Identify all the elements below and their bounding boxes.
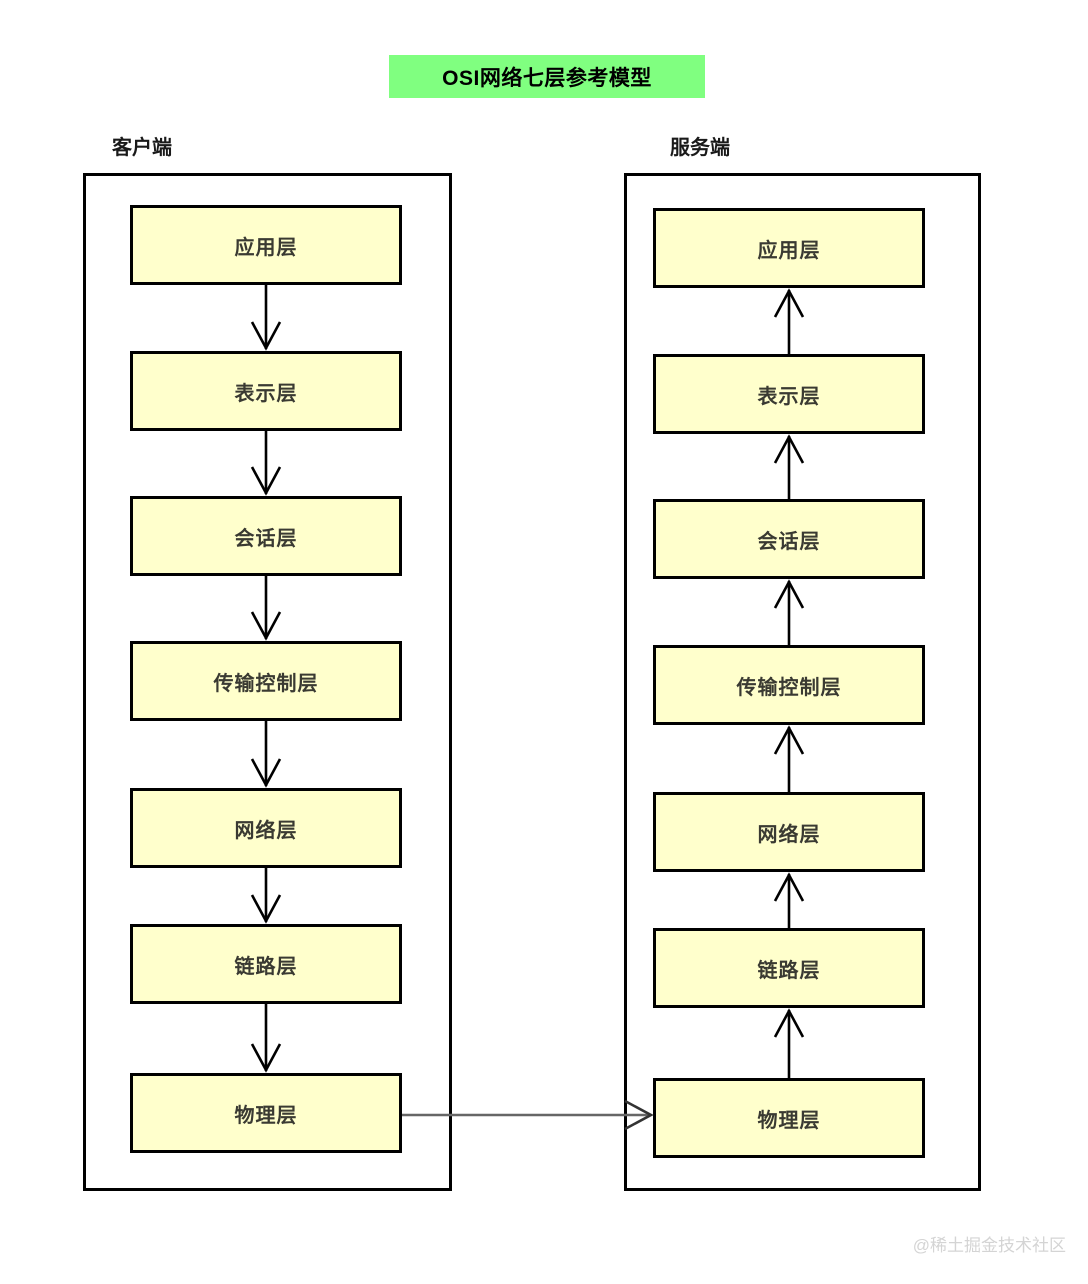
- server-layer-application-label: 应用层: [757, 239, 821, 262]
- watermark: @稀土掘金技术社区: [912, 1236, 1066, 1255]
- server-layer-transport-label: 传输控制层: [736, 676, 842, 699]
- client-layer-network[interactable]: 网络层: [130, 788, 402, 868]
- server-layer-link-label: 链路层: [757, 959, 821, 982]
- server-layer-session-label: 会话层: [757, 530, 821, 553]
- server-layer-link[interactable]: 链路层: [653, 928, 925, 1008]
- server-layer-session[interactable]: 会话层: [653, 499, 925, 579]
- client-layer-link[interactable]: 链路层: [130, 924, 402, 1004]
- server-layer-physical-label: 物理层: [757, 1109, 821, 1132]
- client-container: [83, 173, 452, 1191]
- client-layer-transport-label: 传输控制层: [213, 672, 319, 695]
- client-layer-network-label: 网络层: [234, 819, 298, 842]
- server-layer-application[interactable]: 应用层: [653, 208, 925, 288]
- server-container: [624, 173, 981, 1191]
- server-layer-presentation[interactable]: 表示层: [653, 354, 925, 434]
- server-layer-presentation-label: 表示层: [757, 385, 821, 408]
- server-layer-network[interactable]: 网络层: [653, 792, 925, 872]
- server-layer-network-label: 网络层: [757, 823, 821, 846]
- diagram-title-banner: OSI网络七层参考模型: [389, 55, 705, 98]
- client-layer-application-label: 应用层: [234, 236, 298, 259]
- client-layer-presentation-label: 表示层: [234, 382, 298, 405]
- server-column-label: 服务端: [670, 137, 730, 159]
- diagram-title-text: OSI网络七层参考模型: [442, 66, 652, 90]
- client-layer-physical[interactable]: 物理层: [130, 1073, 402, 1153]
- client-layer-session-label: 会话层: [234, 527, 298, 550]
- client-layer-link-label: 链路层: [234, 955, 298, 978]
- server-layer-transport[interactable]: 传输控制层: [653, 645, 925, 725]
- client-layer-session[interactable]: 会话层: [130, 496, 402, 576]
- client-layer-presentation[interactable]: 表示层: [130, 351, 402, 431]
- client-layer-physical-label: 物理层: [234, 1104, 298, 1127]
- client-column-label: 客户端: [112, 137, 172, 159]
- client-layer-application[interactable]: 应用层: [130, 205, 402, 285]
- server-layer-physical[interactable]: 物理层: [653, 1078, 925, 1158]
- client-layer-transport[interactable]: 传输控制层: [130, 641, 402, 721]
